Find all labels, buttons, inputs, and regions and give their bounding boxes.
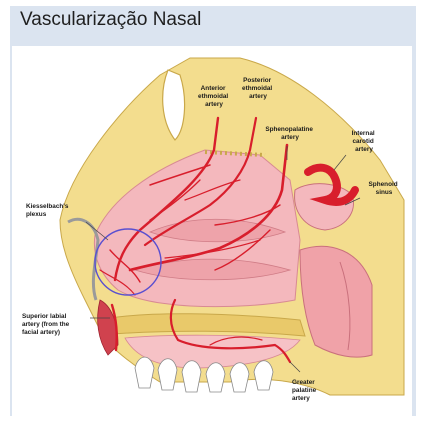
label-superior-labial: Superior labial artery (from the facial …: [22, 313, 71, 336]
label-internal-carotid: Internal carotid artery: [352, 130, 377, 153]
label-greater-palatine: Greater palatine artery: [292, 379, 318, 402]
